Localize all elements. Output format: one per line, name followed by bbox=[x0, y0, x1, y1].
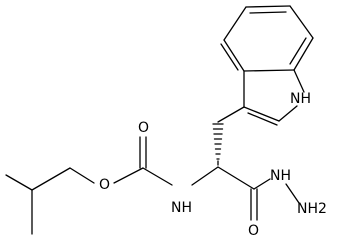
bond-c3a-c7a bbox=[243, 69, 295, 72]
stereo-hash-bond bbox=[212, 123, 224, 166]
bond-alpha-c-carbonyl bbox=[217, 166, 255, 190]
label-carbonyl-oxygen: O bbox=[138, 120, 149, 136]
bond-ester-o-carbonyl-c bbox=[113, 167, 144, 184]
bond-hydrazide-nh-nh2 bbox=[285, 183, 300, 204]
bond-c7-c7a bbox=[293, 37, 314, 71]
bond-c3a-c4 bbox=[223, 39, 245, 72]
label-ester-oxygen: O bbox=[99, 177, 110, 193]
label-hydrazide-nh2: NH2 bbox=[297, 201, 327, 217]
bond-c3a-c4-inner bbox=[220, 43, 239, 71]
bond-c6-c7 bbox=[289, 5, 314, 39]
label-amide-oxygen: O bbox=[248, 223, 259, 239]
bond-c3-c2-inner bbox=[247, 112, 278, 126]
bond-ch2-indole-c3 bbox=[217, 106, 245, 123]
bond-c4-c5 bbox=[223, 6, 247, 41]
bond-isobutyl-ch3-top bbox=[5, 174, 33, 191]
label-indole-nh: NH bbox=[290, 91, 311, 107]
bond-carbonyl-c-nh bbox=[142, 167, 173, 186]
bond-carbonyl-nh-hydrazide bbox=[253, 178, 271, 190]
bond-c5-c6-inner bbox=[249, 11, 287, 14]
bond-nh-alpha-c bbox=[191, 166, 219, 186]
bond-isobutyl-ch-ch2 bbox=[31, 167, 71, 191]
bond-c2-n1 bbox=[278, 105, 298, 122]
bond-c3-c2 bbox=[243, 106, 280, 122]
bond-c7-c7a-inner bbox=[289, 37, 307, 65]
bond-isobutyl-ch2-o bbox=[69, 167, 95, 184]
bond-n1-c7a bbox=[293, 69, 305, 93]
label-amide-nh: NH bbox=[171, 200, 192, 216]
bond-c5-c6 bbox=[245, 5, 291, 8]
label-hydrazide-nh: NH bbox=[270, 168, 291, 184]
